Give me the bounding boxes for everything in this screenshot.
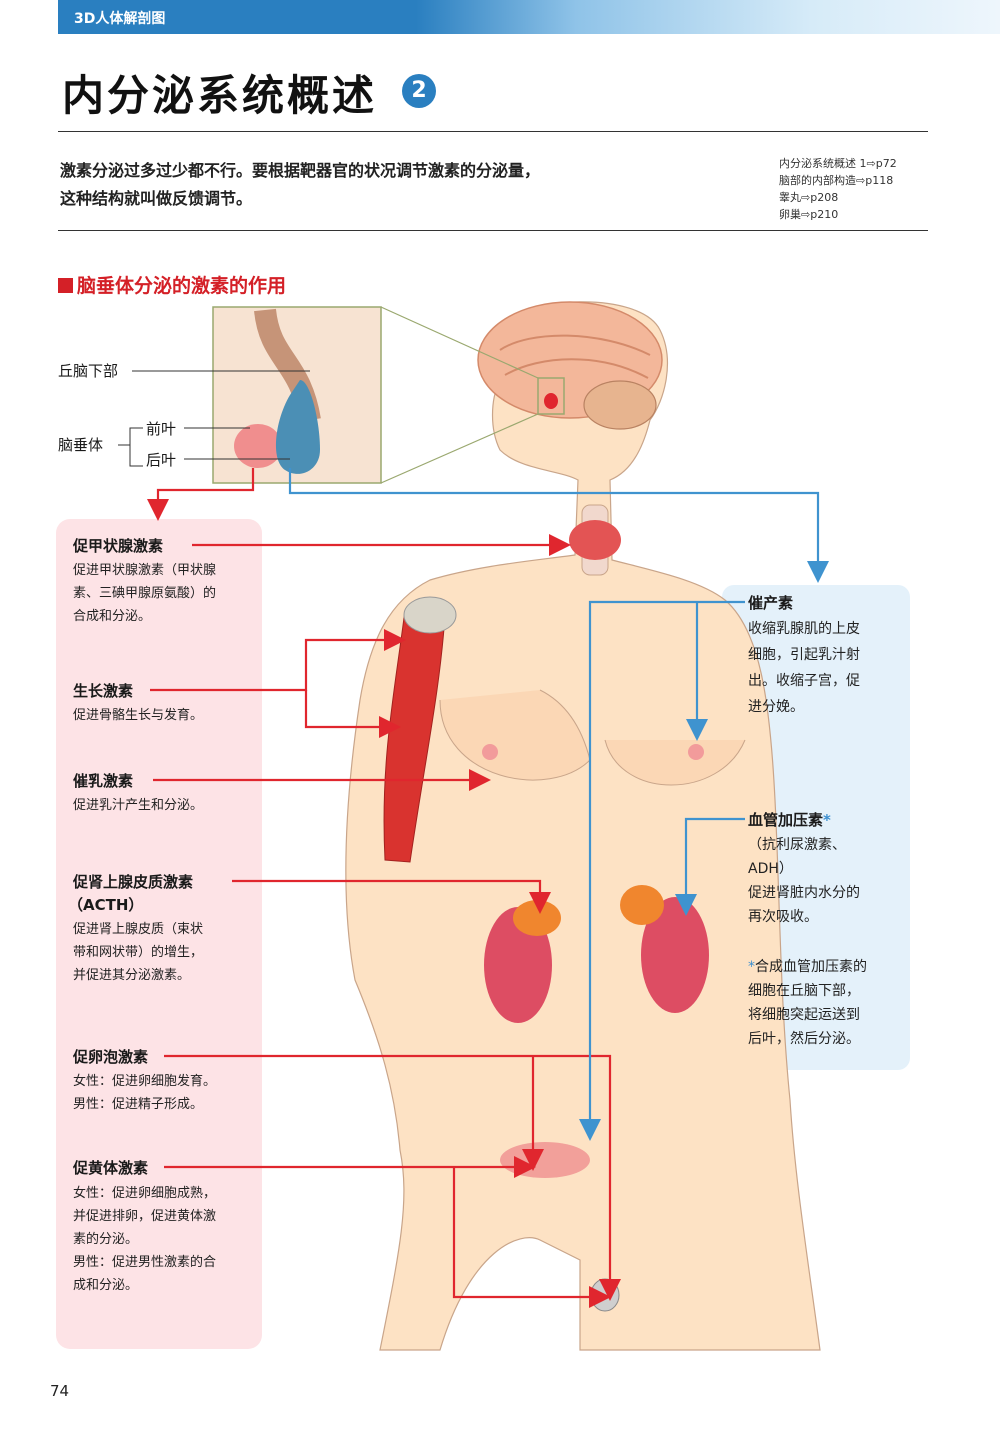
shoulder-joint <box>403 596 457 634</box>
section-heading: 脑垂体分泌的激素的作用 <box>58 271 286 298</box>
bottom-divider <box>58 230 928 231</box>
intro-text: 激素分泌过多过少都不行。要根据靶器官的状况调节激素的分泌量， 这种结构就叫做反馈… <box>60 157 660 213</box>
thyroid-gland <box>569 520 621 560</box>
header-bar: 3D人体解剖图 <box>58 0 1000 34</box>
body-silhouette <box>345 301 821 1351</box>
testis <box>590 1278 620 1312</box>
reference-link[interactable]: 内分泌系统概述 1⇨p72 <box>779 157 897 170</box>
hormone-desc: 收缩乳腺肌的上皮 细胞，引起乳汁射 出。收缩子宫，促 进分娩。 <box>748 621 860 715</box>
anterior-lobe-shape <box>234 424 282 468</box>
hormone-desc: 促进乳汁产生和分泌。 <box>73 798 204 813</box>
hormone-desc: （抗利尿激素、 ADH） 促进肾脏内水分的 再次吸收。 <box>748 837 860 925</box>
reference-link[interactable]: 睾丸⇨p208 <box>779 191 839 204</box>
hormone-title: 催乳激素 <box>73 772 134 790</box>
intro-line: 激素分泌过多过少都不行。要根据靶器官的状况调节激素的分泌量， <box>60 161 541 180</box>
arm-muscle <box>383 609 446 863</box>
top-divider <box>58 131 928 132</box>
left-breast <box>439 689 591 781</box>
posterior-lobe-label: 后叶 <box>146 451 177 469</box>
reference-link[interactable]: 卵巢⇨p210 <box>779 208 839 221</box>
hormone-desc: 促进骨骼生长与发育。 <box>73 708 204 723</box>
zoom-box-small <box>537 377 565 415</box>
left-adrenal <box>513 900 561 936</box>
square-bullet-icon <box>58 278 73 293</box>
header-label: 3D人体解剖图 <box>74 11 166 27</box>
hormone-title-abbr: （ACTH） <box>68 896 144 914</box>
hormone-desc: 促进甲状腺激素（甲状腺 素、三碘甲腺原氨酸）的 合成和分泌。 <box>73 563 217 624</box>
hormone-title: 促肾上腺皮质激素 <box>73 873 194 891</box>
reference-link[interactable]: 脑部的内部构造⇨p118 <box>779 174 894 187</box>
hormone-desc: 女性：促进卵细胞发育。 男性：促进精子形成。 <box>73 1074 217 1112</box>
pituitary-label: 脑垂体 <box>58 436 104 454</box>
anterior-lobe-label: 前叶 <box>146 420 177 438</box>
hormone-desc: 女性：促进卵细胞成熟， 并促进排卵，促进黄体激 素的分泌。 男性：促进男性激素的… <box>73 1186 217 1293</box>
ovary-uterus <box>500 1142 590 1178</box>
hormone-title: 促黄体激素 <box>73 1159 149 1177</box>
hormone-title: 生长激素 <box>73 682 134 700</box>
page-title-block: 内分泌系统概述 2 <box>62 62 436 122</box>
hormone-title: 催产素 <box>748 594 794 612</box>
left-kidney <box>484 907 552 1023</box>
page-number: 74 <box>50 1382 70 1400</box>
hormone-title: 促甲状腺激素 <box>73 537 164 555</box>
hypothalamus-label: 丘脑下部 <box>58 362 119 380</box>
cross-references: 内分泌系统概述 1⇨p72 脑部的内部构造⇨p118 睾丸⇨p208 卵巢⇨p2… <box>779 155 897 223</box>
cerebellum <box>583 380 657 430</box>
footnote: *合成血管加压素的 细胞在丘脑下部， 将细胞突起运送到 后叶，然后分泌。 <box>748 959 867 1047</box>
posterior-lobe-shape <box>275 380 320 474</box>
anterior-lobe-panel <box>56 519 262 1349</box>
hormone-title: 促卵泡激素 <box>73 1048 149 1066</box>
title-number-badge: 2 <box>402 74 436 108</box>
right-nipple <box>688 744 704 760</box>
right-kidney <box>641 897 709 1013</box>
intro-line: 这种结构就叫做反馈调节。 <box>60 189 253 208</box>
hormone-title: 血管加压素* <box>748 811 831 829</box>
right-breast <box>604 739 746 786</box>
pituitary-small-icon <box>544 393 558 409</box>
hormone-desc: 促进肾上腺皮质（束状 带和网状带）的增生， 并促进其分泌激素。 <box>73 922 204 983</box>
page-title: 内分泌系统概述 <box>62 71 378 120</box>
right-adrenal <box>620 885 664 925</box>
left-nipple <box>482 744 498 760</box>
